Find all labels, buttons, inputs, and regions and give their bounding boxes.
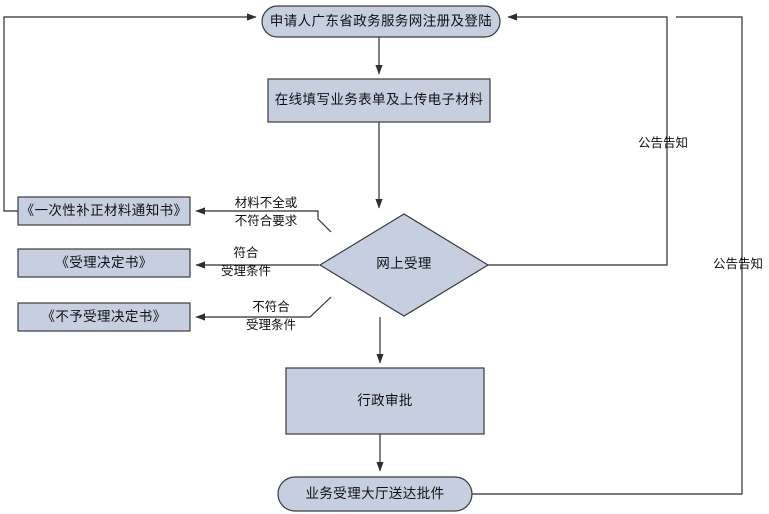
edge-label-announce-inner: 公告告知 bbox=[638, 136, 688, 150]
node-online-acceptance-label: 网上受理 bbox=[376, 256, 432, 271]
edge-acceptance-announce-to-register bbox=[488, 13, 668, 266]
edge-acceptance-to-rejection bbox=[195, 296, 332, 321]
node-service-hall-delivery-label: 业务受理大厅送达批件 bbox=[306, 486, 445, 501]
node-acceptance-decision[interactable]: 《受理决定书》 bbox=[17, 248, 191, 278]
node-service-hall-delivery[interactable]: 业务受理大厅送达批件 bbox=[277, 476, 473, 512]
edge-label-announce-outer: 公告告知 bbox=[713, 257, 763, 271]
node-correction-notice-label: 《一次性补正材料通知书》 bbox=[21, 202, 188, 218]
svg-text:符合: 符合 bbox=[233, 245, 259, 260]
node-correction-notice[interactable]: 《一次性补正材料通知书》 bbox=[17, 196, 191, 226]
node-administrative-approval-label: 行政审批 bbox=[357, 393, 413, 408]
edge-acceptance-to-correction bbox=[195, 207, 332, 233]
svg-text:公告告知: 公告告知 bbox=[638, 136, 688, 150]
node-administrative-approval[interactable]: 行政审批 bbox=[285, 367, 485, 435]
edge-correction-back-to-register bbox=[3, 13, 257, 212]
edge-label-incomplete: 材料不全或 不符合要求 bbox=[235, 195, 298, 228]
svg-text:不符合要求: 不符合要求 bbox=[235, 213, 298, 228]
edge-label-qualified: 符合 受理条件 bbox=[221, 245, 271, 278]
svg-text:不符合: 不符合 bbox=[252, 299, 290, 314]
node-acceptance-decision-label: 《受理决定书》 bbox=[55, 255, 152, 270]
node-applicant-register-label: 申请人广东省政务服务网注册及登陆 bbox=[270, 14, 492, 29]
svg-text:受理条件: 受理条件 bbox=[221, 264, 271, 278]
node-fill-form-online-label: 在线填写业务表单及上传电子材料 bbox=[275, 92, 484, 107]
svg-text:受理条件: 受理条件 bbox=[246, 318, 296, 332]
svg-text:公告告知: 公告告知 bbox=[713, 257, 763, 271]
edge-label-unqualified: 不符合 受理条件 bbox=[246, 299, 296, 332]
node-applicant-register[interactable]: 申请人广东省政务服务网注册及登陆 bbox=[261, 5, 501, 38]
node-fill-form-online[interactable]: 在线填写业务表单及上传电子材料 bbox=[267, 78, 491, 123]
node-online-acceptance[interactable]: 网上受理 bbox=[318, 213, 490, 317]
node-rejection-decision-label: 《不予受理决定书》 bbox=[41, 309, 166, 324]
svg-text:材料不全或: 材料不全或 bbox=[235, 195, 298, 210]
node-rejection-decision[interactable]: 《不予受理决定书》 bbox=[17, 302, 191, 332]
edge-delivery-announce-to-register bbox=[470, 16, 743, 495]
